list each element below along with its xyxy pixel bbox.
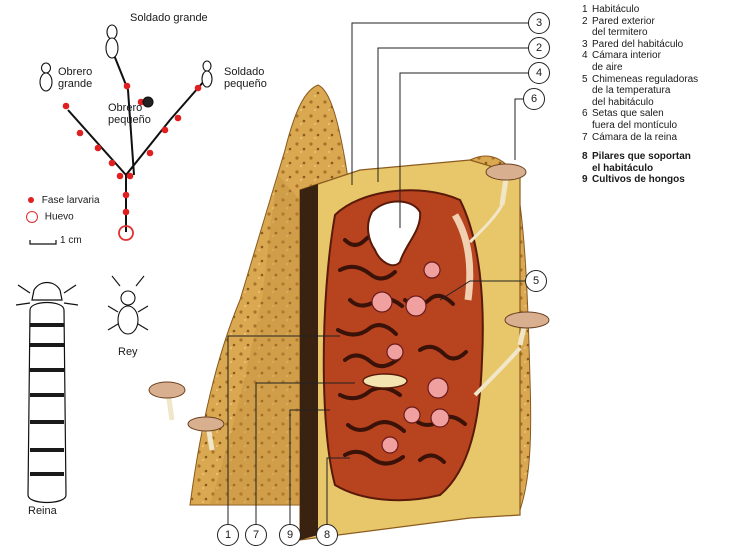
label-worker-large: Obrero grande bbox=[58, 66, 92, 90]
key-scale: 1 cm bbox=[60, 235, 82, 246]
callout-9: 9 bbox=[279, 524, 301, 546]
callout-7: 7 bbox=[245, 524, 267, 546]
callout-8: 8 bbox=[316, 524, 338, 546]
key-egg: Huevo bbox=[26, 211, 74, 223]
callout-2: 2 bbox=[528, 37, 550, 59]
habitacle bbox=[324, 190, 483, 500]
label-queen: Reina bbox=[28, 505, 57, 517]
callout-5: 5 bbox=[525, 270, 547, 292]
label-soldier-small: Soldado pequeño bbox=[224, 66, 267, 90]
key-egg-text: Huevo bbox=[45, 212, 74, 223]
label-king: Rey bbox=[118, 346, 138, 358]
label-soldier-large: Soldado grande bbox=[130, 12, 208, 24]
queen-chamber bbox=[363, 374, 407, 388]
label-worker-small: Obrero pequeño bbox=[108, 102, 151, 126]
callout-6: 6 bbox=[523, 88, 545, 110]
mushroom-left-1 bbox=[149, 382, 185, 420]
larval-dot-icon bbox=[28, 197, 34, 203]
egg-ring-icon bbox=[26, 211, 38, 223]
worker-large-termite bbox=[40, 63, 52, 91]
callout-4: 4 bbox=[528, 62, 550, 84]
callout-1: 1 bbox=[217, 524, 239, 546]
queen-termite bbox=[16, 283, 78, 503]
scale-bar bbox=[30, 240, 56, 244]
king-termite bbox=[108, 276, 148, 334]
soldier-large-termite bbox=[106, 25, 118, 58]
soldier-small-termite bbox=[202, 61, 212, 87]
callout-3: 3 bbox=[528, 12, 550, 34]
key-larval: Fase larvaria bbox=[28, 195, 100, 206]
key-larval-text: Fase larvaria bbox=[42, 195, 100, 206]
